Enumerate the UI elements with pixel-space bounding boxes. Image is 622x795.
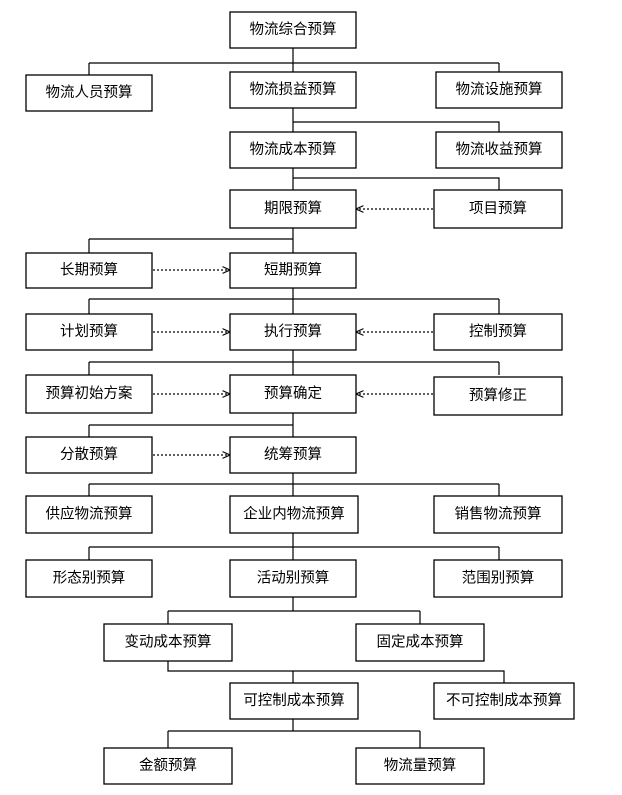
node-amount-budget: 金额预算 bbox=[103, 747, 233, 785]
connector-variable-fixed bbox=[167, 661, 505, 683]
node-execution-budget: 执行预算 bbox=[229, 313, 357, 351]
node-logistics-revenue-budget: 物流收益预算 bbox=[435, 131, 563, 169]
connector-coordinated bbox=[88, 473, 500, 496]
node-long-term-budget: 长期预算 bbox=[25, 252, 153, 289]
node-label: 供应物流预算 bbox=[46, 505, 133, 523]
connector-activity bbox=[167, 597, 421, 624]
node-fixed-cost-budget: 固定成本预算 bbox=[355, 623, 485, 662]
node-label: 销售物流预算 bbox=[455, 506, 542, 523]
node-label: 短期预算 bbox=[264, 262, 322, 279]
connector-cost bbox=[292, 168, 500, 190]
node-label: 物流成本预算 bbox=[250, 141, 337, 158]
node-label: 金额预算 bbox=[139, 757, 197, 774]
node-variable-cost-budget: 变动成本预算 bbox=[103, 623, 233, 662]
node-label: 项目预算 bbox=[469, 200, 527, 217]
node-label: 范围别预算 bbox=[462, 570, 535, 587]
node-uncontrollable-cost-budget: 不可控制成本预算 bbox=[433, 682, 575, 720]
node-label: 预算确定 bbox=[264, 385, 322, 402]
node-logistics-cost-budget: 物流成本预算 bbox=[229, 131, 357, 169]
node-project-budget: 项目预算 bbox=[433, 189, 563, 229]
node-supply-logistics-budget: 供应物流预算 bbox=[25, 495, 153, 534]
node-logistics-personnel-budget: 物流人员预算 bbox=[25, 74, 153, 112]
connector-execution bbox=[88, 350, 500, 375]
node-logistics-comprehensive-budget: 物流综合预算 bbox=[229, 11, 357, 49]
node-label: 物流损益预算 bbox=[250, 81, 337, 98]
node-budget-revision: 预算修正 bbox=[433, 376, 563, 416]
node-form-budget: 形态别预算 bbox=[25, 559, 153, 598]
node-logistics-profit-loss-budget: 物流损益预算 bbox=[229, 71, 357, 109]
node-period-budget: 期限预算 bbox=[229, 189, 357, 229]
node-internal-logistics-budget: 企业内物流预算 bbox=[229, 495, 359, 534]
node-label: 统筹预算 bbox=[264, 446, 322, 463]
node-short-term-budget: 短期预算 bbox=[229, 252, 357, 289]
node-coordinated-budget: 统筹预算 bbox=[229, 436, 357, 474]
node-label: 期限预算 bbox=[264, 200, 322, 217]
connector-confirmation bbox=[88, 413, 294, 437]
node-label: 不可控制成本预算 bbox=[446, 692, 562, 709]
connector-lines bbox=[88, 48, 505, 748]
node-budget-confirmation: 预算确定 bbox=[229, 374, 357, 414]
node-label: 物流收益预算 bbox=[456, 141, 543, 158]
node-label: 物流人员预算 bbox=[46, 84, 133, 101]
nodes: 物流综合预算 物流人员预算 物流损益预算 物流设施预算 物流成本预算 物流收益预… bbox=[25, 11, 575, 785]
node-label: 可控制成本预算 bbox=[243, 692, 345, 709]
node-label: 物流综合预算 bbox=[250, 21, 337, 38]
node-label: 变动成本预算 bbox=[125, 634, 212, 651]
node-label: 计划预算 bbox=[60, 323, 118, 340]
node-logistics-volume-budget: 物流量预算 bbox=[355, 747, 485, 785]
connector-internal bbox=[88, 533, 500, 560]
node-label: 控制预算 bbox=[469, 323, 527, 340]
node-label: 物流设施预算 bbox=[456, 81, 543, 98]
node-activity-budget: 活动别预算 bbox=[229, 559, 357, 598]
node-initial-budget-plan: 预算初始方案 bbox=[25, 374, 153, 414]
node-logistics-facility-budget: 物流设施预算 bbox=[435, 71, 563, 109]
node-label: 固定成本预算 bbox=[377, 634, 464, 651]
connector-profit-loss bbox=[292, 108, 500, 132]
node-label: 分散预算 bbox=[60, 446, 118, 463]
dashed-arrows bbox=[153, 209, 433, 455]
connector-period bbox=[88, 228, 294, 253]
node-control-budget: 控制预算 bbox=[433, 313, 563, 351]
node-label: 预算修正 bbox=[469, 387, 527, 404]
node-label: 长期预算 bbox=[60, 262, 118, 279]
node-label: 活动别预算 bbox=[257, 570, 330, 587]
node-label: 执行预算 bbox=[264, 323, 322, 340]
node-label: 预算初始方案 bbox=[46, 384, 133, 402]
node-label: 形态别预算 bbox=[53, 570, 126, 587]
node-label: 物流量预算 bbox=[384, 757, 457, 774]
node-decentralized-budget: 分散预算 bbox=[25, 436, 153, 474]
node-plan-budget: 计划预算 bbox=[25, 313, 153, 351]
connector-short-term bbox=[88, 288, 500, 314]
node-sales-logistics-budget: 销售物流预算 bbox=[433, 495, 563, 534]
connector-controllable bbox=[167, 719, 421, 748]
node-scope-budget: 范围别预算 bbox=[433, 559, 563, 598]
node-controllable-cost-budget: 可控制成本预算 bbox=[229, 682, 359, 720]
node-label: 企业内物流预算 bbox=[243, 505, 345, 523]
connector-top bbox=[88, 48, 500, 75]
